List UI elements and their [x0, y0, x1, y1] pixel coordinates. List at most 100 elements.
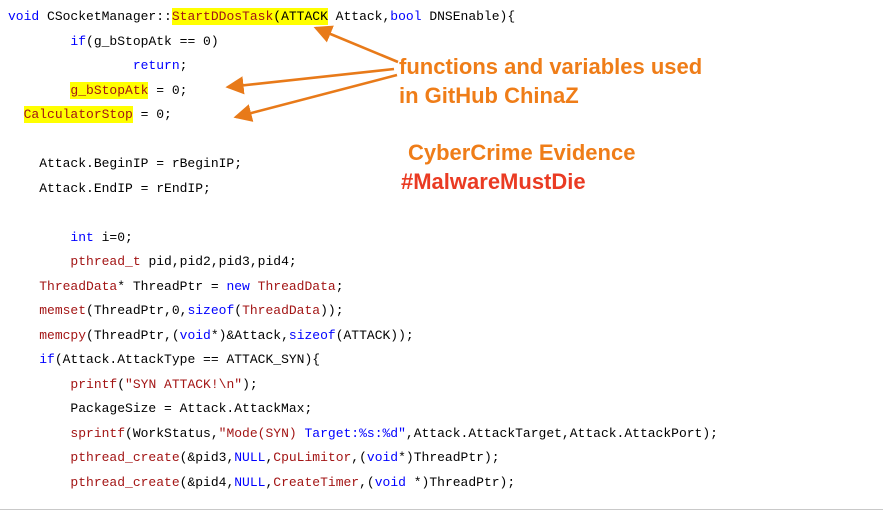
code-token: pthread_create	[70, 474, 180, 490]
code-token	[8, 34, 70, 49]
code-token: ));	[320, 303, 344, 318]
code-token: void	[179, 327, 211, 343]
code-token: memset	[39, 303, 87, 318]
code-token	[8, 58, 133, 73]
code-area: void CSocketManager::StartDDosTask(ATTAC…	[8, 5, 718, 495]
code-token	[8, 450, 70, 465]
code-token: ThreadData	[257, 278, 336, 294]
code-token: (ThreadPtr,0,	[86, 303, 188, 318]
highlighted-token: StartDDosTask	[171, 8, 274, 25]
code-token: ,(	[351, 450, 367, 465]
code-token: printf	[70, 376, 118, 392]
code-token: (ATTACK));	[335, 327, 414, 343]
code-token	[8, 475, 70, 490]
code-token	[8, 328, 39, 343]
code-token: ;	[335, 278, 344, 294]
code-token: "Mode(SYN)	[218, 425, 305, 441]
code-token: return	[132, 58, 180, 73]
code-token: (WorkStatus,	[125, 425, 219, 441]
code-token: int	[70, 229, 94, 245]
code-token: (Attack.AttackType == ATTACK_SYN){	[54, 352, 321, 367]
code-token: void	[366, 450, 399, 465]
code-line: PackageSize = Attack.AttackMax;	[8, 397, 718, 422]
code-token: Attack,	[327, 9, 391, 24]
code-token: pthread_create	[70, 450, 180, 465]
code-token: *)ThreadPtr);	[405, 474, 516, 490]
code-line: pthread_create(&pid4,NULL,CreateTimer,(v…	[8, 471, 718, 496]
code-token: ,Attack.AttackTarget,Attack.AttackPort);	[405, 425, 718, 441]
code-token	[8, 279, 39, 294]
code-token	[8, 107, 24, 122]
highlighted-token: (ATTACK	[273, 8, 328, 25]
code-token: pid,pid2,pid3,pid4;	[140, 254, 297, 269]
code-token	[8, 303, 39, 318]
code-token: if	[39, 352, 55, 367]
code-token: Target:%s:%d"	[304, 425, 406, 441]
code-token	[8, 254, 70, 269]
annotation-functions-line2: in GitHub ChinaZ	[399, 83, 579, 108]
code-line: if(Attack.AttackType == ATTACK_SYN){	[8, 348, 718, 373]
code-token: if	[70, 33, 87, 49]
code-token: void	[8, 9, 48, 24]
code-line	[8, 201, 718, 226]
code-token: * ThreadPtr =	[117, 278, 227, 294]
code-token: ,	[265, 450, 274, 465]
code-token: sizeof	[288, 327, 336, 343]
code-token: ThreadData	[39, 278, 118, 294]
code-line: int i=0;	[8, 226, 718, 251]
code-token: (	[234, 303, 243, 318]
code-token: );	[242, 376, 258, 392]
code-token: CreateTimer	[273, 474, 360, 490]
code-token: (&pid3,	[179, 450, 235, 465]
code-line: CalculatorStop = 0;	[8, 103, 718, 128]
code-token: (	[117, 376, 126, 392]
code-token: ThreadData	[242, 303, 321, 318]
code-line: return;	[8, 54, 718, 79]
code-token	[250, 279, 258, 294]
annotation-malwaremustdie-note: #MalwareMustDie	[401, 169, 586, 194]
code-line: Attack.BeginIP = rBeginIP;	[8, 152, 718, 177]
code-token: ,	[265, 474, 274, 490]
code-token: PackageSize = Attack.AttackMax;	[8, 401, 313, 416]
code-line: if(g_bStopAtk == 0)	[8, 30, 718, 55]
code-line: printf("SYN ATTACK!\n");	[8, 373, 718, 398]
code-line: void CSocketManager::StartDDosTask(ATTAC…	[8, 5, 718, 30]
code-token: *)&Attack,	[210, 327, 289, 343]
code-line: Attack.EndIP = rEndIP;	[8, 177, 718, 202]
code-line: memcpy(ThreadPtr,(void*)&Attack,sizeof(A…	[8, 324, 718, 349]
code-line: sprintf(WorkStatus,"Mode(SYN) Target:%s:…	[8, 422, 718, 447]
code-token	[8, 230, 70, 245]
code-token: DNSEnable){	[421, 9, 516, 24]
annotation-functions-note: functions and variables used in GitHub C…	[399, 52, 702, 110]
code-token: new	[226, 278, 250, 294]
code-token: CpuLimitor	[273, 450, 352, 465]
code-line: memset(ThreadPtr,0,sizeof(ThreadData));	[8, 299, 718, 324]
annotation-functions-line1: functions and variables used	[399, 54, 703, 79]
code-token: bool	[390, 9, 422, 24]
code-token	[8, 377, 70, 392]
code-token: NULL	[234, 450, 266, 465]
code-token: ,(	[359, 474, 375, 490]
code-line: pthread_create(&pid3,NULL,CpuLimitor,(vo…	[8, 446, 718, 471]
code-token: *)ThreadPtr);	[398, 450, 500, 465]
code-token: CSocketManager::	[47, 9, 172, 24]
code-token: (ThreadPtr,(	[86, 327, 180, 343]
annotation-cybercrime-note: CyberCrime Evidence	[408, 140, 636, 165]
code-token: sprintf	[70, 425, 126, 441]
highlighted-token: CalculatorStop	[23, 106, 133, 123]
code-token: Attack.BeginIP = rBeginIP;	[8, 156, 243, 171]
code-token	[8, 426, 70, 441]
code-token: (&pid4,	[179, 474, 235, 490]
code-token: = 0;	[148, 82, 188, 98]
bottom-divider	[0, 509, 883, 510]
highlighted-token: g_bStopAtk	[70, 81, 149, 99]
code-line: ThreadData* ThreadPtr = new ThreadData;	[8, 275, 718, 300]
code-token: ;	[179, 58, 188, 73]
code-token: Attack.EndIP = rEndIP;	[8, 180, 211, 196]
code-token: pthread_t	[70, 254, 141, 269]
code-token: sizeof	[187, 303, 235, 318]
code-token	[8, 83, 70, 98]
code-token	[8, 352, 39, 367]
code-token: "SYN ATTACK!\n"	[125, 376, 243, 392]
